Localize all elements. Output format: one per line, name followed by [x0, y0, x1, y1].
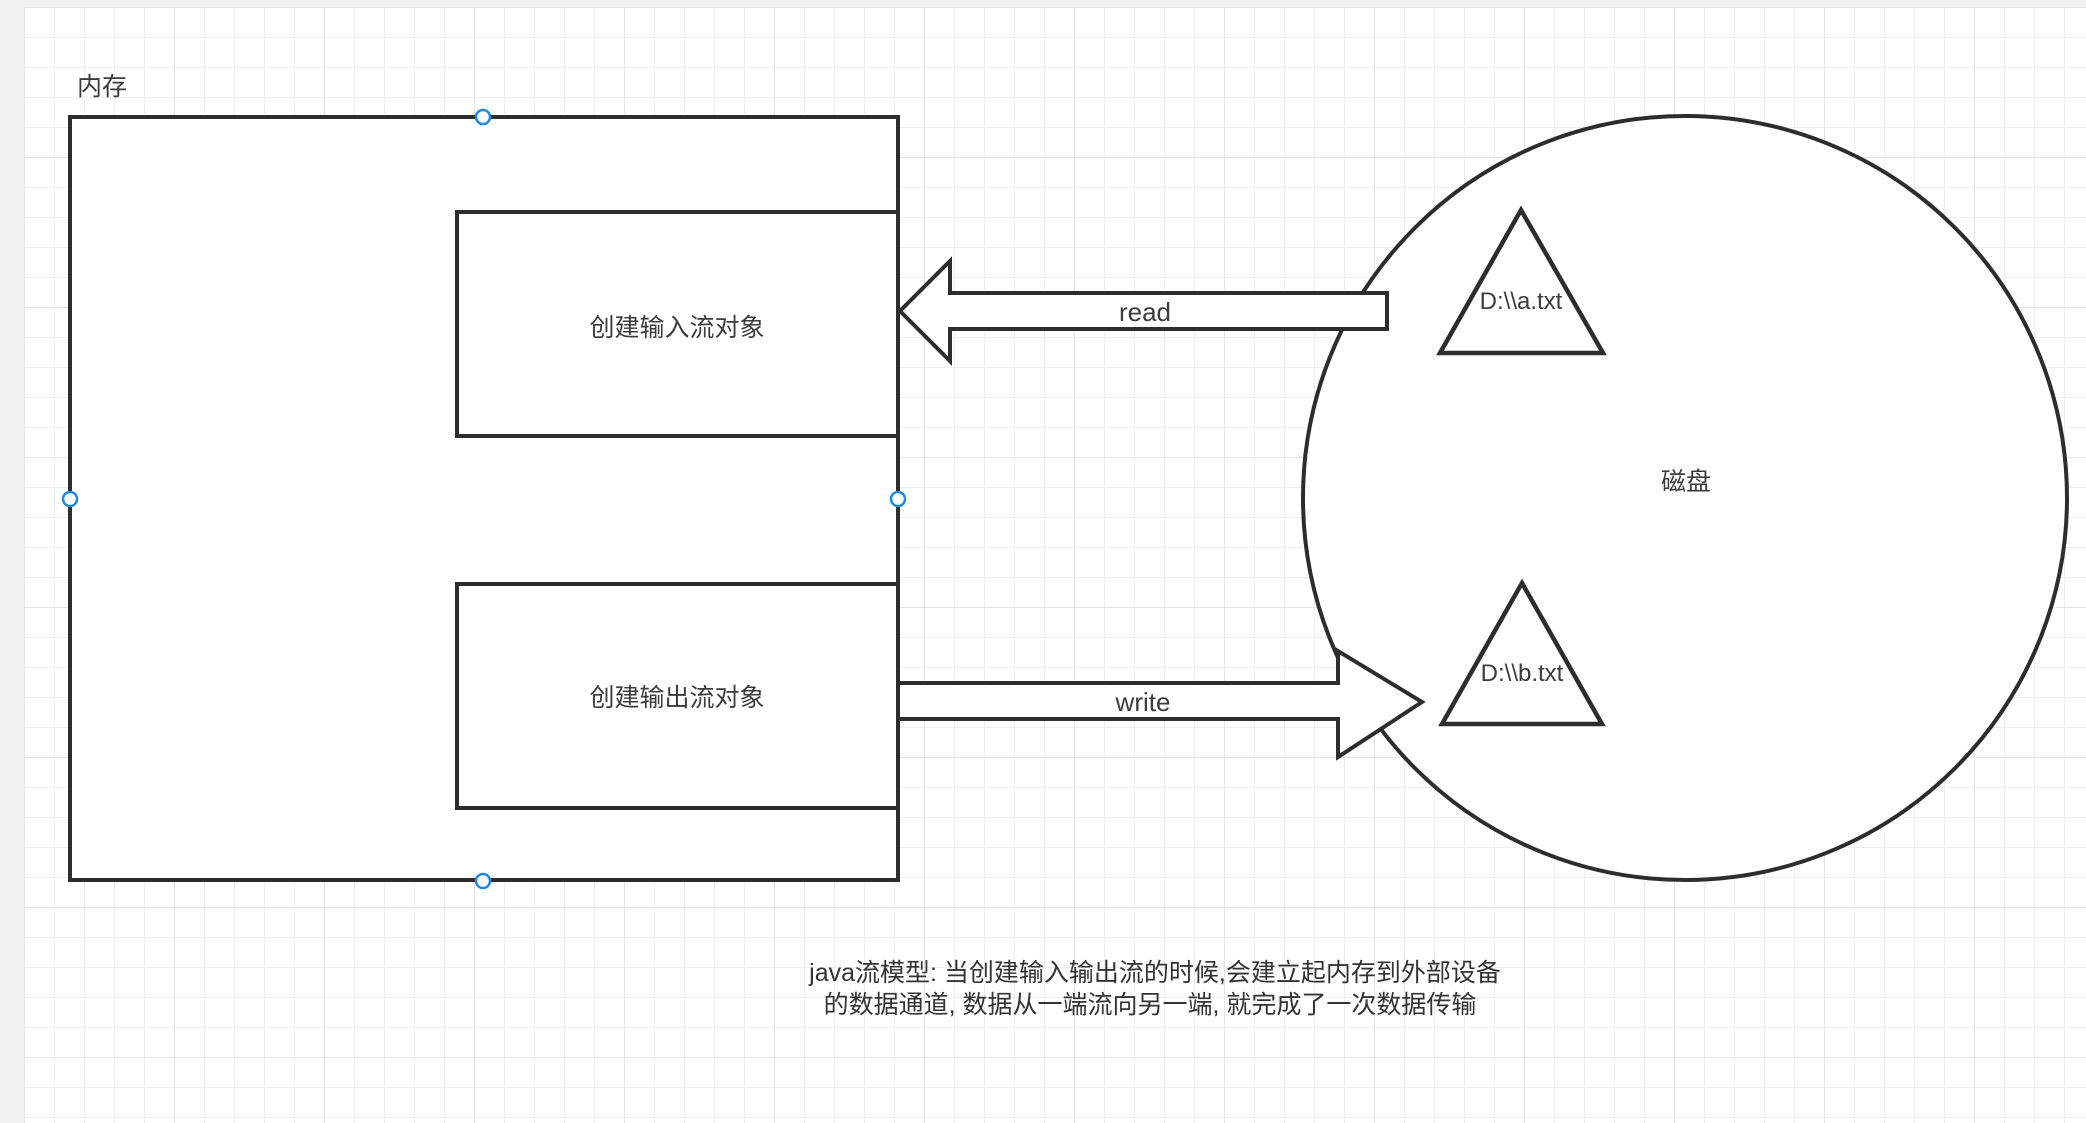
disk-label: 磁盘 — [1661, 468, 1711, 496]
output-stream-label: 创建输出流对象 — [589, 684, 764, 712]
caption-line-1: java流模型: 当创建输入输出流的时候,会建立起内存到外部设备 — [808, 959, 1501, 987]
connection-handle-bottom[interactable] — [474, 872, 492, 890]
file-b-triangle[interactable] — [1438, 578, 1606, 727]
write-arrow[interactable] — [896, 647, 1426, 761]
connection-handle-right[interactable] — [889, 490, 907, 508]
connection-handle-left[interactable] — [61, 490, 79, 508]
input-stream-box[interactable] — [455, 210, 900, 438]
read-arrow-label: read — [1119, 297, 1171, 327]
caption-line-2: 的数据通道, 数据从一端流向另一端, 就完成了一次数据传输 — [824, 991, 1477, 1019]
write-arrow-label: write — [1115, 687, 1171, 717]
read-arrow[interactable] — [897, 256, 1389, 366]
connection-handle-top[interactable] — [474, 108, 492, 126]
file-a-label: D:\\a.txt — [1480, 288, 1563, 315]
memory-label: 内存 — [77, 73, 127, 101]
file-b-label: D:\\b.txt — [1481, 660, 1564, 687]
input-stream-label: 创建输入流对象 — [589, 314, 764, 342]
disk-circle[interactable] — [1301, 114, 2069, 882]
file-a-triangle[interactable] — [1436, 205, 1607, 356]
